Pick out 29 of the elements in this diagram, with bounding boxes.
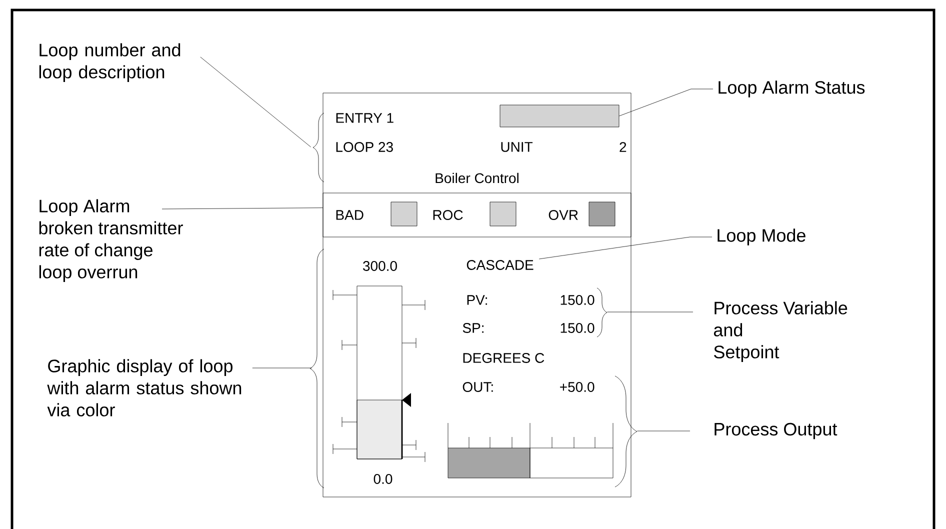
leader-line (162, 208, 323, 210)
field-label: LOOP 23 (336, 142, 393, 152)
alarm-row: BAD ROC OVR (322, 192, 632, 238)
field-label: UNIT (501, 142, 533, 152)
leader-line (200, 56, 311, 148)
field-label: PV: (467, 295, 487, 305)
callout-text: Loop Alarm Status (718, 80, 865, 98)
callout-text: Process Output (714, 422, 838, 440)
scale-value: 300.0 (363, 261, 397, 271)
scale-value: 0.0 (374, 474, 392, 484)
alarm-status-bar (500, 104, 620, 128)
units-text: DEGREES C (463, 353, 544, 363)
leader-line (637, 430, 690, 432)
callout-text: Process Variable and Setpoint (714, 301, 848, 362)
field-label: ENTRY 1 (336, 113, 394, 123)
callout-text: Loop Alarm broken transmitter rate of change loop overrun (39, 199, 183, 282)
mode-text: CASCADE (466, 260, 534, 270)
faceplate-panel (322, 92, 632, 498)
value-text: +50.0 (560, 382, 594, 392)
callout-text: Loop number and loop description (39, 43, 180, 82)
value-text: 2 (620, 142, 626, 152)
leader-line (619, 88, 714, 116)
value-text: 150.0 (560, 295, 594, 305)
field-label: OUT: (462, 382, 493, 392)
callout-text: Loop Mode (718, 228, 806, 246)
value-text: 150.0 (560, 323, 594, 333)
leader-line (538, 236, 712, 260)
callout-text: Graphic display of loop with alarm status shown via color (47, 359, 242, 416)
field-label: SP: (462, 323, 484, 333)
